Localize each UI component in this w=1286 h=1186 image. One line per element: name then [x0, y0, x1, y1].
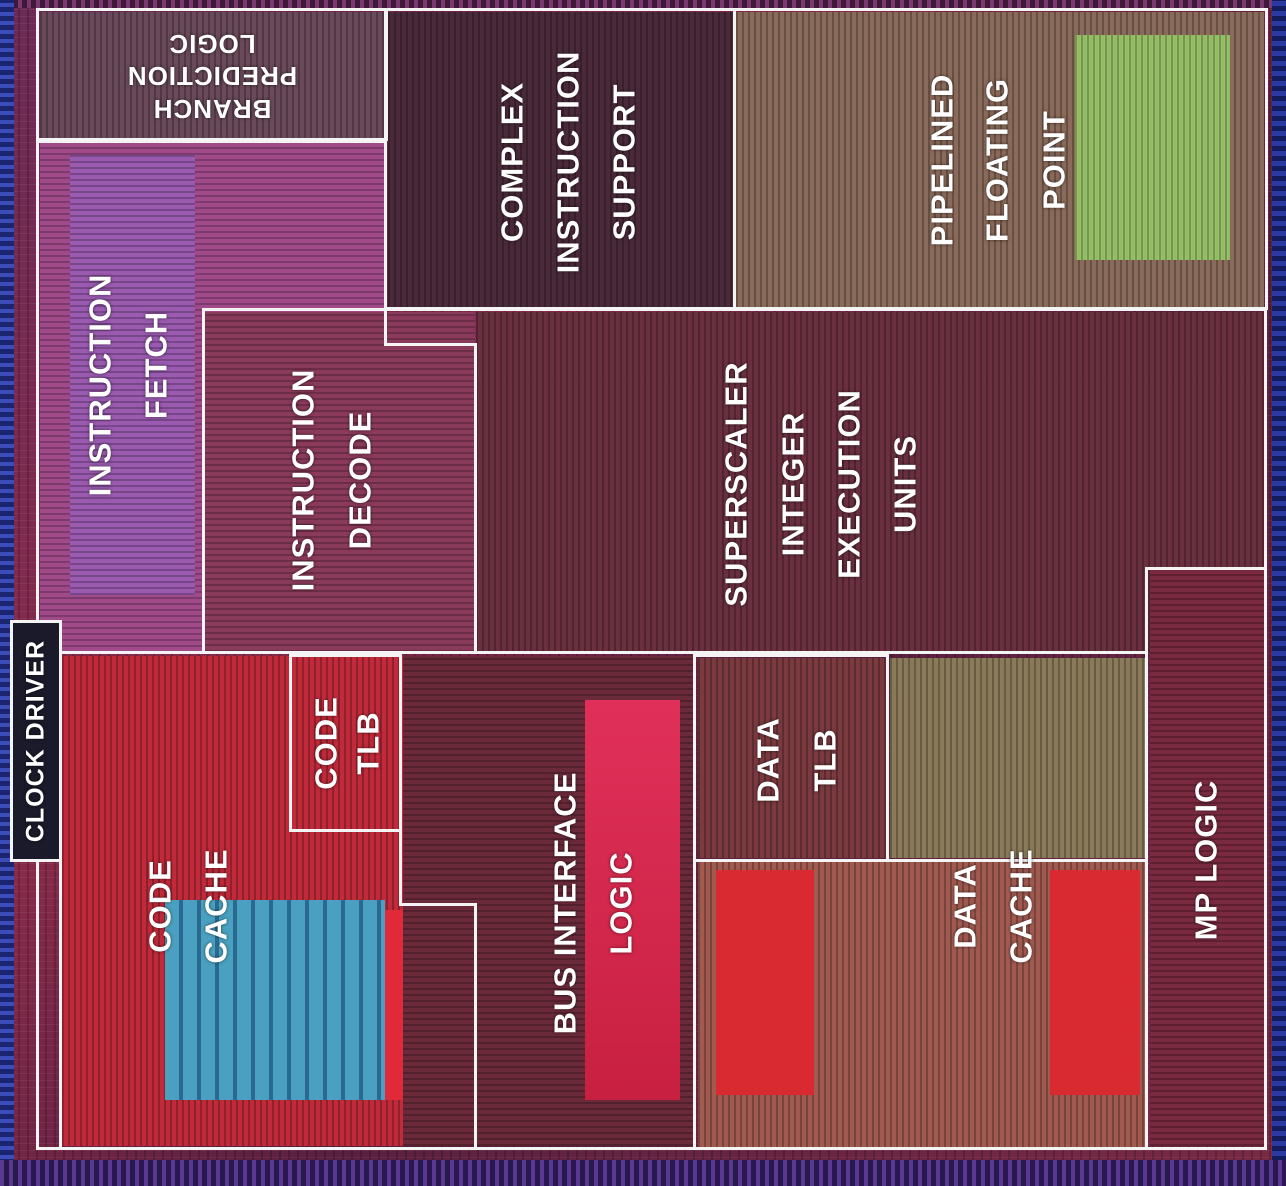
label-complex-line2: INSTRUCTION	[553, 51, 584, 274]
region-data-cache-upper-fill	[890, 658, 1146, 858]
border-decode-left	[202, 308, 205, 654]
label-complex-line3: SUPPORT	[609, 84, 640, 241]
label-integer-line4: UNITS	[890, 435, 921, 533]
border-bus-step-h	[399, 903, 477, 906]
label-data-cache-line1: DATA	[950, 863, 981, 949]
label-integer-line1: SUPERSCALER	[721, 361, 752, 606]
label-complex-line1: COMPLEX	[497, 82, 528, 242]
die-edge-right	[1272, 0, 1286, 1186]
label-fpu-line2: FLOATING	[982, 78, 1013, 242]
label-code-tlb-line2: TLB	[353, 711, 384, 774]
die-edge-bottom	[0, 1160, 1286, 1186]
border-datacache-top	[693, 859, 1148, 862]
block-data-tlb	[693, 654, 889, 862]
label-integer-line2: INTEGER	[778, 412, 809, 557]
label-decode-line1: INSTRUCTION	[288, 369, 319, 592]
border-right	[1264, 308, 1267, 1150]
region-data-cache-red-right	[1050, 870, 1140, 1095]
label-fpu-line3: POINT	[1039, 110, 1070, 210]
label-fetch-line1: INSTRUCTION	[85, 274, 116, 497]
label-code-tlb-line1: CODE	[311, 696, 342, 790]
label-data-cache-line2: CACHE	[1006, 848, 1037, 963]
label-code-cache-line1: CODE	[145, 859, 176, 953]
border-bottom	[36, 1147, 1267, 1150]
border-bus-left	[474, 903, 477, 1150]
border-mid-horizontal	[36, 651, 1148, 654]
label-data-tlb-line1: DATA	[753, 717, 784, 803]
label-branch-line2: PREDICTION	[127, 60, 297, 93]
label-bus-line1: BUS INTERFACE	[550, 772, 581, 1035]
label-mp-logic: MP LOGIC	[1191, 780, 1222, 941]
die-edge-top	[0, 0, 1286, 8]
region-data-cache-red-left	[716, 870, 814, 1095]
label-branch-prediction: BRANCH PREDICTION LOGIC	[127, 27, 297, 125]
label-code-cache-line2: CACHE	[201, 848, 232, 963]
label-branch-line3: LOGIC	[127, 27, 297, 60]
region-decode-fill	[205, 312, 475, 652]
border-decode-step	[384, 343, 477, 346]
label-data-tlb-line2: TLB	[810, 728, 841, 791]
label-decode-line2: DECODE	[345, 411, 376, 550]
border-decode-top	[202, 308, 1266, 311]
label-bus-line2: LOGIC	[606, 851, 637, 954]
border-fetch-right	[384, 140, 387, 345]
label-fetch-line2: FETCH	[141, 311, 172, 419]
border-decode-right	[474, 343, 477, 653]
label-integer-line3: EXECUTION	[834, 389, 865, 579]
label-branch-line1: BRANCH	[127, 92, 297, 125]
border-fetch-top	[36, 140, 386, 143]
label-fpu-line1: PIPELINED	[927, 74, 958, 247]
die-edge-left	[0, 0, 14, 1186]
border-bus-step-v	[399, 654, 402, 906]
border-mp-top	[1145, 567, 1266, 570]
label-clock-driver: CLOCK DRIVER	[24, 640, 49, 842]
